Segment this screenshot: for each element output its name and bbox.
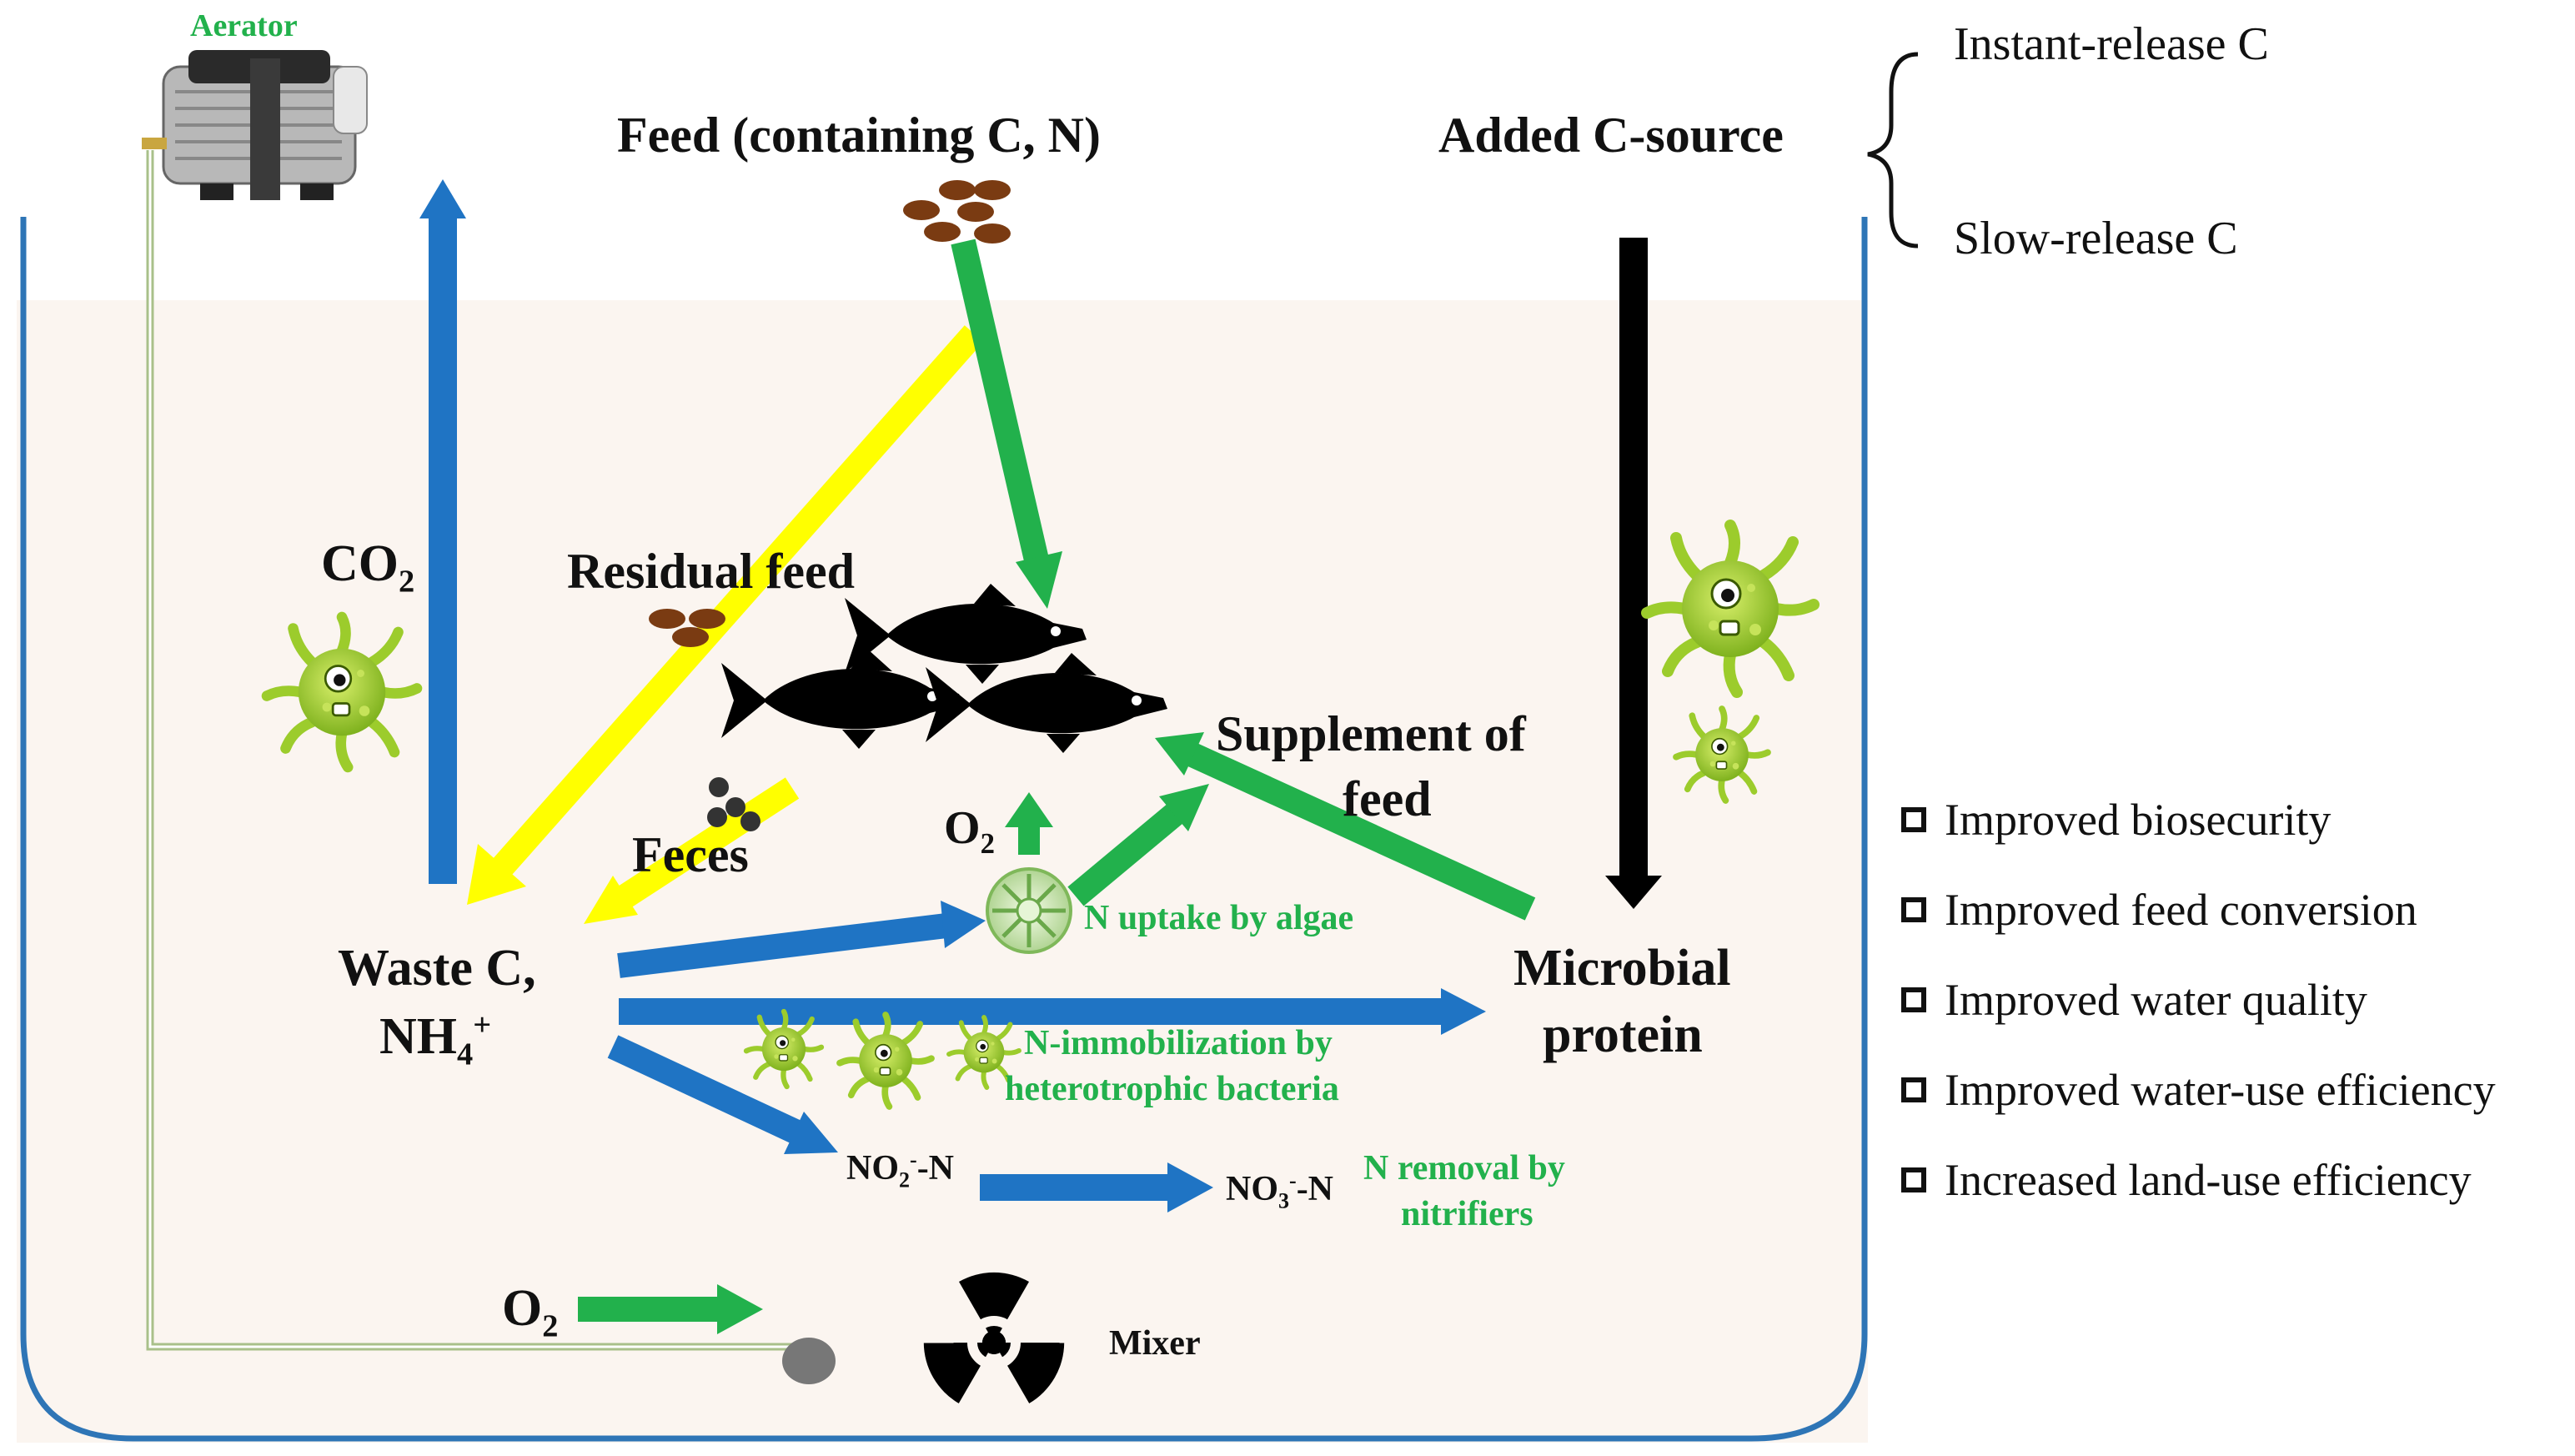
nh4-label: NH4+ xyxy=(379,1007,492,1072)
o2-aeration-arrow xyxy=(578,1284,763,1334)
waste-label-line1: Waste C, xyxy=(338,940,536,997)
benefit-item: Increased land-use efficiency xyxy=(1901,1154,2472,1206)
microbial-label-line1: Microbial xyxy=(1513,940,1731,997)
feed-label: Feed (containing C, N) xyxy=(617,108,1101,163)
algae-icon xyxy=(986,867,1072,954)
benefit-item: Improved feed conversion xyxy=(1901,884,2417,936)
feed-pellets xyxy=(903,180,1011,244)
co2-arrow xyxy=(419,179,466,884)
slow-c-label: Slow-release C xyxy=(1954,213,2238,264)
air-stone xyxy=(782,1338,836,1384)
benefit-item: Improved biosecurity xyxy=(1901,794,2331,846)
mixer-icon xyxy=(923,1272,1065,1403)
algae-supplement-arrow xyxy=(1067,784,1209,906)
feces-label: Feces xyxy=(632,827,749,882)
o2-algae-label: O2 xyxy=(944,802,995,861)
microbial-label-line2: protein xyxy=(1543,1007,1703,1063)
n-removal-label-line1: N removal by xyxy=(1363,1149,1565,1187)
n-immob-label-line2: heterotrophic bacteria xyxy=(1005,1070,1339,1108)
waste-to-algae-arrow xyxy=(617,901,986,978)
no2-to-no3-arrow xyxy=(980,1162,1213,1212)
checkbox-icon xyxy=(1901,807,1926,832)
microbial-supplement-arrow xyxy=(1155,732,1536,921)
tank-outline xyxy=(20,217,1868,1442)
feces-dots xyxy=(707,777,760,831)
instant-c-label: Instant-release C xyxy=(1954,18,2269,70)
n-uptake-label: N uptake by algae xyxy=(1084,899,1354,937)
algae-o2-arrow xyxy=(1005,792,1053,855)
o2-aeration-label: O2 xyxy=(502,1280,559,1344)
waste-to-no2-arrow xyxy=(607,1035,838,1154)
no3-label: NO3--N xyxy=(1226,1168,1334,1213)
supplement-label-line2: feed xyxy=(1343,771,1432,826)
residual-feed-arrow xyxy=(467,325,984,905)
residual-feed-label: Residual feed xyxy=(567,544,855,599)
added-c-arrow xyxy=(1605,238,1662,909)
supplement-label-line1: Supplement of xyxy=(1216,706,1526,761)
feces-arrow xyxy=(584,777,800,924)
water-fill xyxy=(17,300,1868,1443)
aerator-label: Aerator xyxy=(190,8,298,43)
aerator-pump xyxy=(142,50,368,200)
n-immob-label-line1: N-immobilization by xyxy=(1024,1024,1333,1062)
residual-pellets xyxy=(649,609,725,647)
benefit-item: Improved water-use efficiency xyxy=(1901,1064,2496,1116)
co2-label: CO2 xyxy=(321,535,415,600)
n-removal-label-line2: nitrifiers xyxy=(1401,1195,1533,1233)
checkbox-icon xyxy=(1901,1077,1926,1102)
no2-label: NO2--N xyxy=(846,1147,955,1192)
checkbox-icon xyxy=(1901,897,1926,922)
added-c-label: Added C-source xyxy=(1438,108,1784,163)
checkbox-icon xyxy=(1901,987,1926,1012)
brace xyxy=(1867,52,1919,249)
feed-to-fish-arrow xyxy=(951,238,1062,609)
waste-to-protein-arrow xyxy=(619,988,1486,1035)
checkbox-icon xyxy=(1901,1167,1926,1192)
benefit-item: Improved water quality xyxy=(1901,974,2367,1026)
mixer-label: Mixer xyxy=(1109,1324,1201,1363)
